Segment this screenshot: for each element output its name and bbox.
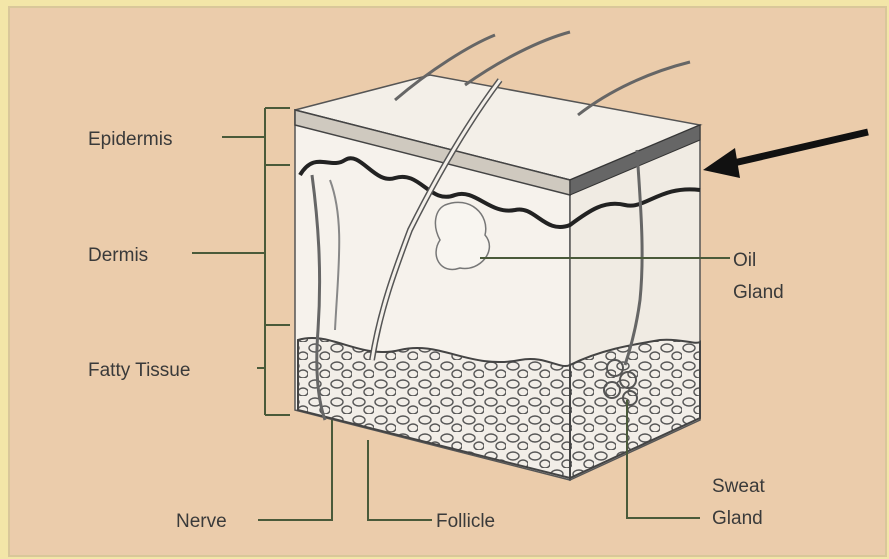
pointer-arrow-shaft (725, 132, 868, 165)
sweat-gland-label-line2: Gland (712, 508, 763, 529)
fatty-tissue-layer-side (570, 340, 700, 478)
nerve-leader (258, 420, 332, 520)
follicle-label: Follicle (436, 511, 495, 532)
nerve-label: Nerve (176, 511, 227, 532)
oil-gland-label-line2: Gland (733, 282, 784, 303)
fatty-tissue-label: Fatty Tissue (88, 360, 190, 381)
layer-bracket (265, 108, 290, 415)
pointer-arrow-head (703, 148, 740, 178)
sweat-gland-label-line1: Sweat (712, 476, 766, 497)
dermis-label: Dermis (88, 245, 148, 266)
oil-gland-label-line1: Oil (733, 250, 756, 271)
follicle-leader (368, 440, 432, 520)
fatty-tissue-layer (298, 338, 570, 478)
epidermis-label: Epidermis (88, 129, 172, 150)
